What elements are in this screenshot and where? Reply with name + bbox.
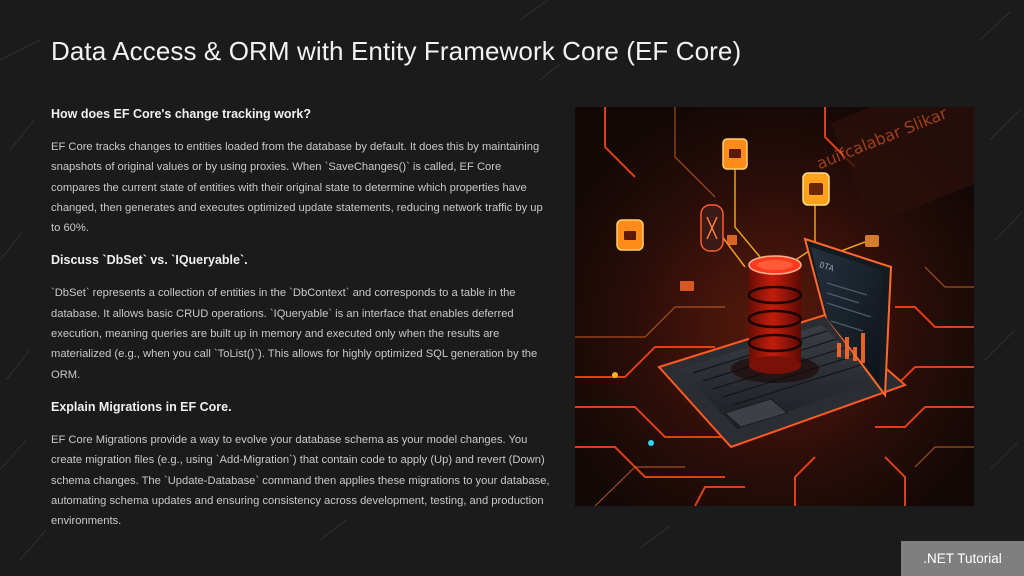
footer-badge: .NET Tutorial bbox=[901, 541, 1024, 576]
database-cylinder bbox=[731, 255, 819, 383]
illustration-database-laptop: auifcalabar Slikar bbox=[575, 107, 974, 506]
page-title: Data Access & ORM with Entity Framework … bbox=[51, 36, 742, 66]
qa-section: Explain Migrations in EF Core. EF Core M… bbox=[51, 397, 551, 531]
qa-section: How does EF Core's change tracking work?… bbox=[51, 104, 551, 238]
qa-section: Discuss `DbSet` vs. `IQueryable`. `DbSet… bbox=[51, 250, 551, 384]
screen-label: DTA bbox=[818, 260, 835, 273]
section-heading: Explain Migrations in EF Core. bbox=[51, 399, 232, 414]
section-body: EF Core tracks changes to entities loade… bbox=[51, 141, 543, 235]
section-body: `DbSet` represents a collection of entit… bbox=[51, 287, 538, 381]
section-heading: How does EF Core's change tracking work? bbox=[51, 107, 311, 121]
qa-content: How does EF Core's change tracking work?… bbox=[51, 104, 551, 531]
section-heading: Discuss `DbSet` vs. `IQueryable`. bbox=[51, 253, 248, 268]
section-body: EF Core Migrations provide a way to evol… bbox=[51, 433, 550, 528]
illustration-svg: auifcalabar Slikar bbox=[575, 107, 974, 506]
